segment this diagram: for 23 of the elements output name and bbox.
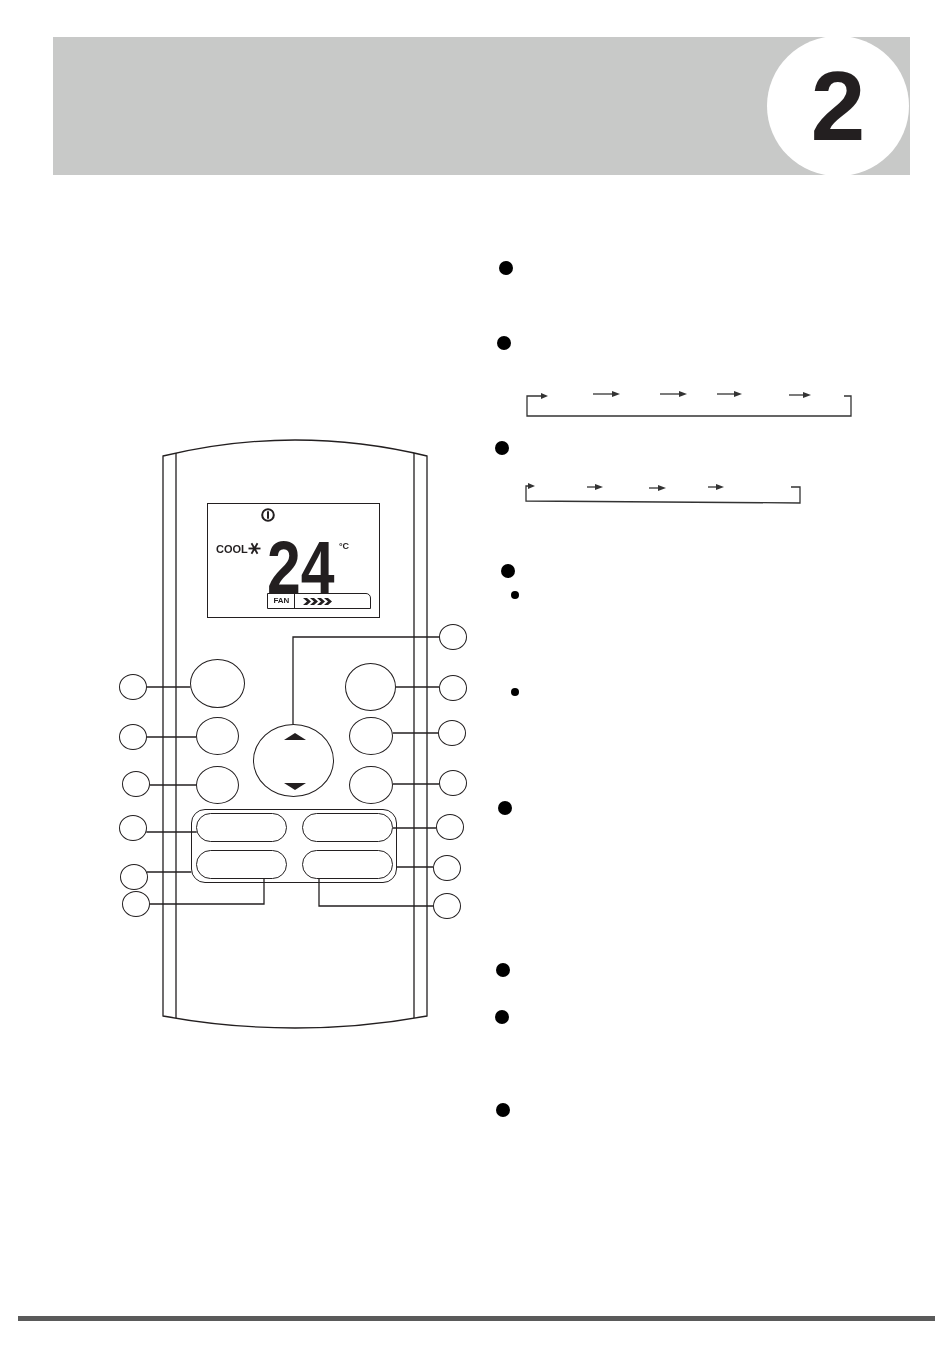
- leader-line: [146, 871, 192, 873]
- mode-label: COOL: [216, 544, 248, 555]
- leader-line: [318, 878, 434, 907]
- fan-label: FAN: [268, 594, 296, 609]
- unit-label: °C: [339, 542, 350, 551]
- leader-line: [392, 783, 440, 785]
- leader-line: [149, 784, 197, 786]
- leader-line: [396, 866, 434, 868]
- button-panel: [191, 809, 397, 883]
- temperature-reading: 24: [267, 540, 335, 596]
- fan-speed-bar: [267, 593, 372, 610]
- section-number: 2: [810, 66, 866, 146]
- leader-line: [292, 636, 440, 725]
- leader-line: [392, 732, 439, 734]
- leader-line: [149, 878, 265, 905]
- leader-line: [145, 831, 198, 833]
- leader-line: [392, 827, 437, 829]
- remote-button: [190, 659, 245, 708]
- leader-line: [146, 736, 197, 738]
- leader-line: [395, 686, 440, 688]
- lcd-display: [207, 503, 380, 618]
- arrow-key-pad: [253, 724, 334, 797]
- leader-line: [146, 686, 191, 688]
